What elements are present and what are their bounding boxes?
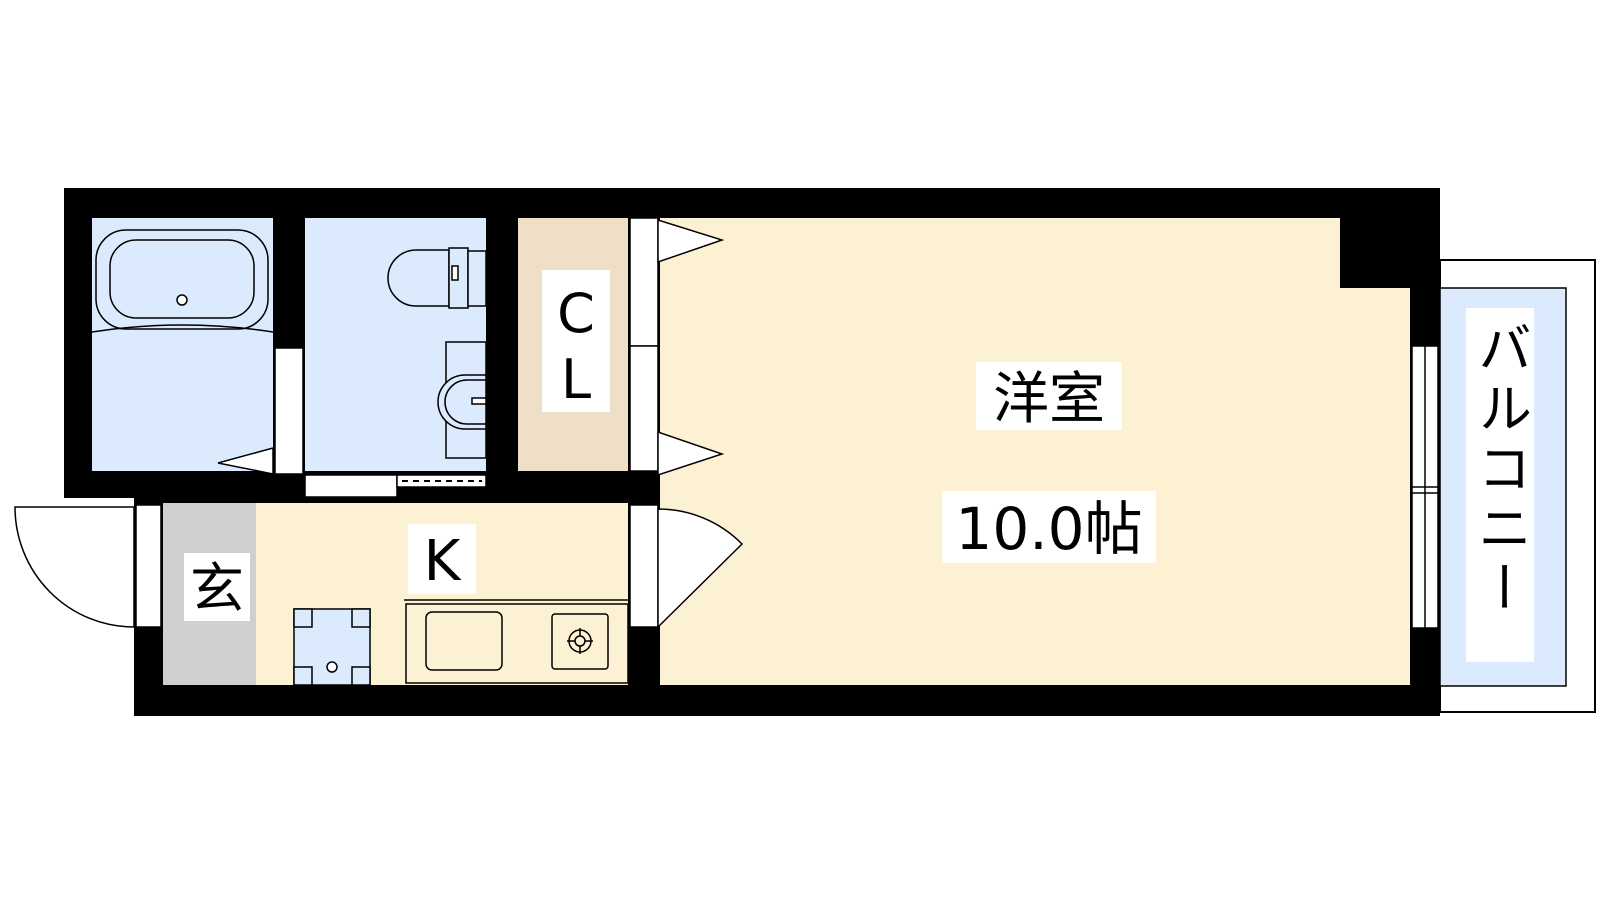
western-room-size: 10.0帖 (955, 495, 1142, 563)
kitchen-counter-icon (404, 599, 629, 684)
washing-machine-icon (293, 608, 371, 686)
closet-door-upper (629, 217, 659, 347)
kitchen-door-opening (629, 504, 659, 628)
kitchen-door-swing (657, 508, 744, 629)
closet-label-l: L (561, 348, 591, 411)
bathtub-icon (91, 229, 274, 333)
closet-door-lower (629, 345, 659, 472)
entrance-door-opening (135, 504, 162, 628)
washbasin-icon (437, 341, 487, 459)
entrance-label: 玄 (190, 557, 244, 620)
closet-label-c: C (557, 282, 595, 345)
toilet-sliding-door-b (396, 474, 487, 488)
kitchen-label: K (424, 529, 462, 594)
closet-fold-lower (657, 430, 725, 477)
western-room (660, 218, 1410, 685)
entrance-door-swing (14, 506, 135, 628)
toilet-sliding-door (304, 474, 398, 498)
western-room-label: 洋室 (993, 367, 1105, 432)
bath-door-leaf (217, 447, 274, 475)
balcony-label: バルコニー (1469, 320, 1532, 620)
closet-fold-upper (657, 218, 725, 264)
toilet-icon (387, 247, 487, 309)
bath-partition-opening (274, 347, 304, 475)
